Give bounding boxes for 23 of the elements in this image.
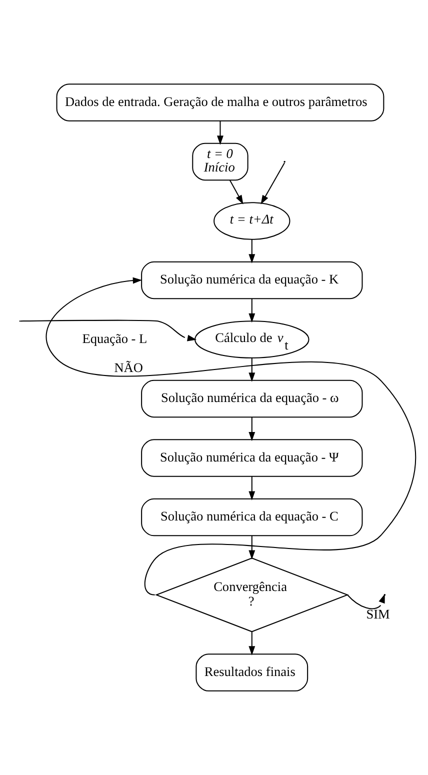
node-box: Solução numérica da equação - Ψ bbox=[141, 439, 363, 477]
arrow bbox=[248, 476, 256, 500]
arrow bbox=[248, 632, 256, 656]
node-box: Solução numérica da equação - ω bbox=[141, 380, 363, 418]
node-box: t = 0 Início bbox=[192, 142, 248, 181]
node-box: Dados de entrada. Geração de malha e outros parâmetros bbox=[56, 84, 384, 122]
arrow bbox=[229, 180, 244, 204]
node-diamond: Convergência ? bbox=[154, 558, 349, 632]
arrow bbox=[248, 298, 256, 323]
arrow bbox=[248, 358, 256, 382]
edge-label: NÃO bbox=[114, 360, 143, 376]
node-box: Solução numérica da equação - K bbox=[141, 261, 363, 300]
arrow bbox=[217, 120, 224, 145]
arrow bbox=[248, 536, 256, 560]
node-ellipse: t = t+Δt bbox=[214, 202, 290, 240]
node-box: Resultados finais bbox=[196, 654, 308, 692]
arrow bbox=[248, 239, 256, 264]
node-box: Solução numérica da equação - C bbox=[141, 498, 363, 536]
arrow bbox=[248, 417, 256, 442]
arrow bbox=[20, 320, 197, 342]
edge-label: SIM bbox=[366, 606, 390, 622]
node-text: Equação - L bbox=[82, 330, 148, 346]
arrow bbox=[260, 162, 285, 204]
